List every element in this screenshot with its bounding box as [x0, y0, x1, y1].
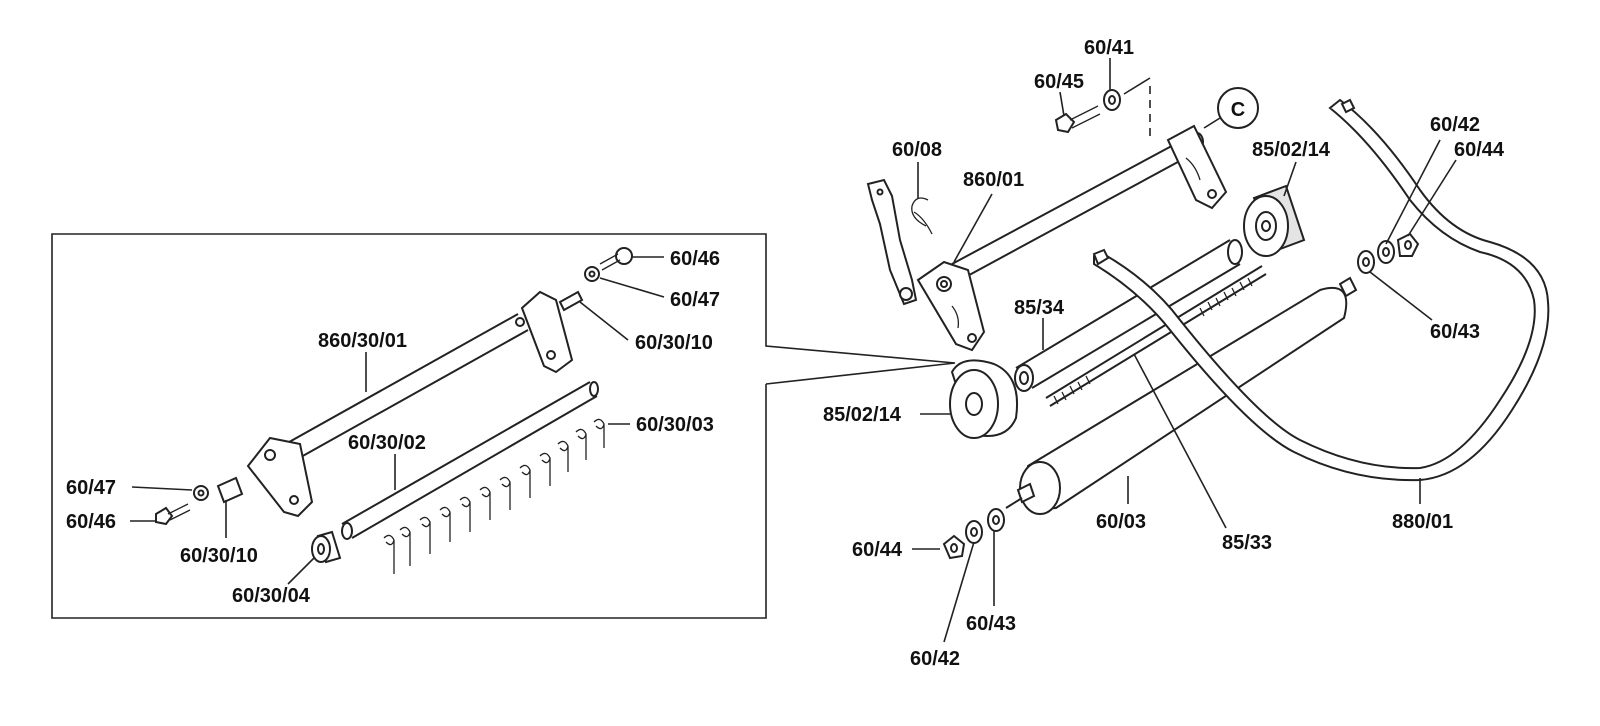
label-85-33: 85/33: [1222, 532, 1272, 554]
main-top-roller: [1243, 184, 1306, 257]
inset-frame: [51, 233, 956, 619]
label-60-42-bottom: 60/42: [910, 648, 960, 670]
label-60-44-bottom: 60/44: [852, 539, 903, 561]
label-60-30-02: 60/30/02: [348, 432, 426, 454]
inset-top-fasteners: [558, 247, 633, 312]
label-85-02-14-left: 85/02/14: [823, 404, 902, 426]
main-handle: [1092, 98, 1550, 482]
main-assembly: C: [823, 37, 1550, 670]
label-60-47-inset-left: 60/47: [66, 477, 116, 499]
label-60-30-10-inset-bottom: 60/30/10: [180, 545, 258, 567]
label-60-08: 60/08: [892, 139, 942, 161]
marker-c-label: C: [1231, 99, 1245, 121]
label-85-34: 85/34: [1014, 297, 1065, 319]
label-60-43-bottom: 60/43: [966, 613, 1016, 635]
label-85-02-14-top: 85/02/14: [1252, 139, 1331, 161]
label-60-30-10-inset-top: 60/30/10: [635, 332, 713, 354]
label-60-43-top: 60/43: [1430, 321, 1480, 343]
main-leader-lines: [912, 58, 1457, 643]
main-large-roller: [1005, 276, 1358, 515]
label-60-42-top: 60/42: [1430, 114, 1480, 136]
label-860-01: 860/01: [963, 169, 1024, 191]
label-60-46-inset-top: 60/46: [670, 248, 720, 270]
label-880-01: 880/01: [1392, 511, 1453, 533]
main-side-bracket: [866, 178, 918, 306]
label-60-46-inset-left: 60/46: [66, 511, 116, 533]
main-left-roller: [949, 359, 1018, 439]
inset-rod: [341, 381, 599, 540]
inset-axle: [246, 290, 574, 518]
main-top-fasteners: [1054, 77, 1151, 136]
inset-small-roller: [311, 530, 342, 564]
main-bottom-fasteners: [942, 508, 1005, 560]
label-60-41: 60/41: [1084, 37, 1134, 59]
main-axle: [916, 124, 1228, 352]
main-tube: [1014, 239, 1243, 392]
main-clip: [911, 197, 933, 235]
label-60-47-inset-top: 60/47: [670, 289, 720, 311]
label-60-30-04: 60/30/04: [232, 585, 311, 607]
label-60-44-top: 60/44: [1454, 139, 1505, 161]
label-60-45: 60/45: [1034, 71, 1084, 93]
label-60-30-03: 60/30/03: [636, 414, 714, 436]
label-860-30-01: 860/30/01: [318, 330, 407, 352]
detail-inset: 60/46 60/47 60/30/10 860/30/01 60/30/02 …: [51, 233, 956, 619]
inset-bottom-fasteners: [155, 476, 244, 526]
main-threaded-rod: [1045, 265, 1267, 407]
inset-tines: [383, 418, 605, 574]
marker-c: C: [1203, 87, 1259, 129]
inset-leader-lines: [130, 256, 665, 585]
label-60-03: 60/03: [1096, 511, 1146, 533]
